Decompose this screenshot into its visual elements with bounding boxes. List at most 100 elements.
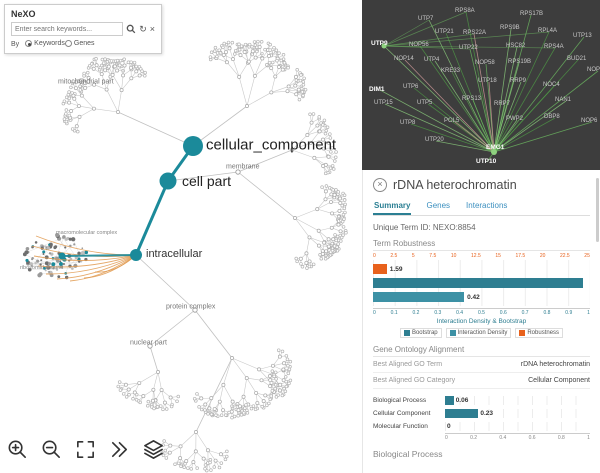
axis-tick: 7.5 [429, 253, 437, 259]
clear-icon[interactable]: × [149, 23, 155, 34]
zoom-in-button[interactable] [6, 438, 29, 464]
legend-swatch [449, 330, 456, 336]
tree-node-label[interactable]: macromolecular complex [56, 230, 118, 236]
layers-button[interactable] [142, 438, 165, 464]
search-icon[interactable] [126, 24, 136, 34]
network-node-label[interactable]: RRP9 [510, 78, 527, 84]
network-node-label[interactable]: UTP22 [459, 45, 478, 51]
radio-icon[interactable] [25, 40, 33, 47]
fit-to-screen-button[interactable] [74, 438, 97, 464]
network-node-label[interactable]: HSC82 [506, 43, 526, 49]
ontology-tree-canvas[interactable] [0, 0, 362, 473]
network-node-label[interactable]: UTP4 [424, 57, 440, 63]
network-node-label[interactable]: BUD21 [567, 56, 587, 62]
network-node-label[interactable]: PWP2 [506, 116, 524, 122]
axis-tick: 0.2 [470, 435, 478, 441]
network-node-label[interactable]: EMG1 [486, 144, 505, 151]
network-node-label[interactable]: UTP13 [573, 33, 592, 39]
axis-tick: 0.1 [390, 310, 398, 316]
network-node-label[interactable]: RPS22A [463, 30, 487, 36]
legend-swatch [403, 330, 410, 336]
robustness-heading: Term Robustness [373, 239, 590, 251]
network-node-label[interactable]: UTP5 [417, 100, 433, 106]
network-node-label[interactable]: NOP58 [475, 60, 495, 66]
network-node-label[interactable]: RPS13 [462, 96, 482, 102]
bar-row-robustness: 1.59 [373, 262, 590, 276]
tree-node-label[interactable]: nuclear part [130, 339, 167, 347]
tree-node-label[interactable]: protein complex [166, 303, 216, 311]
axis-tick: 0.8 [557, 435, 565, 441]
network-node-label[interactable]: NAN1 [555, 97, 572, 103]
network-node-label[interactable]: NOC4 [543, 82, 560, 88]
network-node-label[interactable]: RRP7 [494, 101, 511, 107]
network-node-label[interactable]: DIM1 [369, 86, 385, 93]
network-node-label[interactable]: NOP1 [587, 67, 600, 73]
axis-tick: 0.6 [499, 310, 507, 316]
network-node-label[interactable]: NOP6 [581, 118, 598, 124]
refresh-icon[interactable]: ↻ [139, 23, 147, 34]
network-node-label[interactable]: KRE33 [441, 68, 461, 74]
network-node-label[interactable]: NOP56 [409, 42, 429, 48]
search-input[interactable] [11, 22, 124, 36]
network-node-label[interactable]: UTP18 [478, 78, 497, 84]
network-node-label[interactable]: UTP21 [435, 29, 454, 35]
unique-term-label: Unique Term ID: [373, 223, 431, 232]
network-node-label[interactable]: UTP9 [371, 40, 388, 47]
close-icon[interactable]: × [373, 178, 387, 192]
bar-value: 1.59 [389, 265, 403, 273]
axis-tick: 0 [373, 310, 376, 316]
tab-genes[interactable]: Genes [426, 201, 451, 210]
network-node-label[interactable]: POL5 [444, 118, 460, 124]
network-node-label[interactable]: RPS17B [520, 11, 544, 17]
axis-tick: 0 [445, 435, 448, 441]
network-node-label[interactable]: RPS19B [508, 59, 532, 65]
axis-tick: 12.5 [471, 253, 481, 259]
tree-node-label[interactable]: ribosomal subunit [20, 265, 64, 271]
network-node-label[interactable]: RPS4A [544, 44, 564, 50]
network-node-label[interactable]: DBP8 [544, 114, 560, 120]
network-node-label[interactable]: RPL4A [538, 28, 558, 34]
network-node-label[interactable]: UTP8 [400, 120, 416, 126]
network-node-label[interactable]: UTP15 [374, 100, 393, 106]
radio-icon[interactable] [64, 40, 72, 47]
search-mode-genes[interactable]: Genes [64, 40, 95, 47]
network-node-label[interactable]: NOP14 [394, 56, 414, 62]
axis-tick: 0.8 [543, 310, 551, 316]
tab-interactions[interactable]: Interactions [466, 201, 508, 210]
tree-node-label[interactable]: mitochondrial part [58, 78, 114, 86]
zoom-out-button[interactable] [40, 438, 63, 464]
tree-node-label[interactable]: cell part [182, 173, 232, 189]
axis-tick: 15 [495, 253, 501, 259]
expand-levels-button[interactable] [108, 438, 131, 464]
bar-value: 0 [447, 423, 451, 430]
axis-tick: 20 [539, 253, 546, 259]
tree-node-label[interactable]: intracellular [146, 248, 203, 260]
axis-tick: 0.7 [521, 310, 529, 316]
network-node-label[interactable]: UTP7 [418, 16, 434, 22]
tree-node-label[interactable]: cellular_component [206, 136, 337, 154]
scrollbar[interactable] [596, 178, 599, 242]
tab-summary[interactable]: Summary [373, 199, 412, 215]
search-mode-keywords[interactable]: Keywords [25, 40, 65, 47]
network-node-label[interactable]: UTP10 [476, 158, 497, 165]
network-node-label[interactable]: UTP6 [403, 84, 419, 90]
fit-to-screen-icon [77, 441, 94, 458]
tree-node-label[interactable]: membrane [226, 163, 260, 171]
axis-tick: 1 [587, 435, 590, 441]
detail-tabs: Summary Genes Interactions [373, 199, 590, 216]
network-node-label[interactable]: UTP20 [425, 137, 444, 143]
network-node-label[interactable]: RPS9B [500, 25, 520, 31]
network-node-label[interactable]: RPS8A [455, 8, 475, 14]
